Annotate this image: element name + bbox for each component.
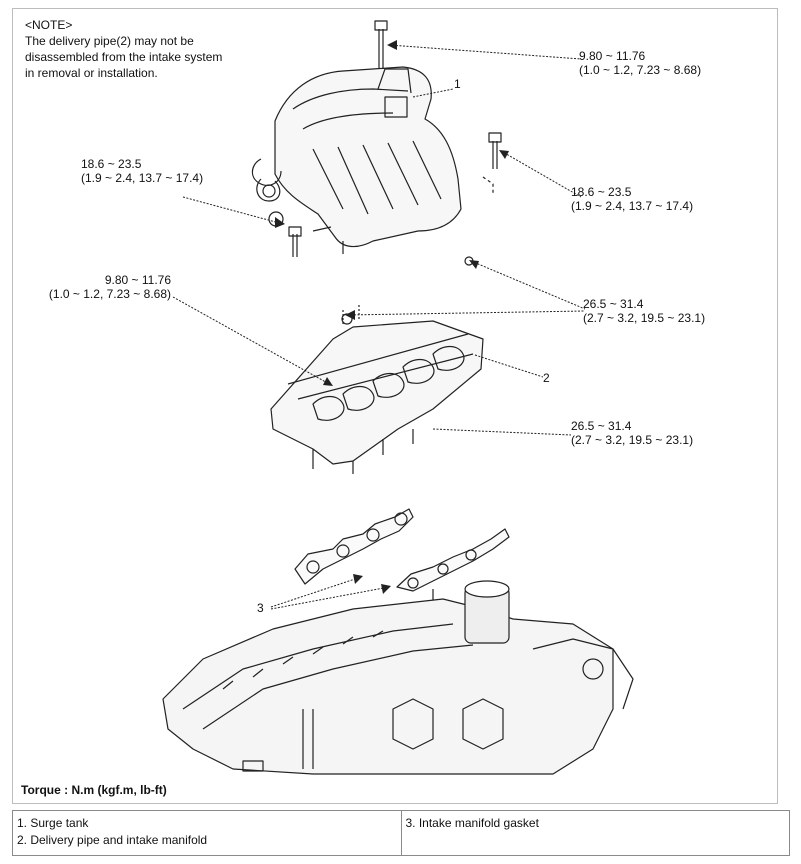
torque-callout-3: 18.6 ~ 23.5 (1.9 ~ 2.4, 13.7 ~ 17.4)	[571, 185, 693, 213]
note-heading: <NOTE>	[25, 18, 73, 32]
torque-callout-2-value: 18.6 ~ 23.5	[81, 157, 142, 171]
torque-callout-3-value: 18.6 ~ 23.5	[571, 185, 632, 199]
note-line-1: The delivery pipe(2) may not be	[25, 34, 194, 48]
torque-callout-3-conversion: (1.9 ~ 2.4, 13.7 ~ 17.4)	[571, 199, 694, 213]
note-line-3: in removal or installation.	[25, 66, 158, 80]
legend-item-1: 1. Surge tank	[17, 816, 89, 830]
exploded-diagram: <NOTE> The delivery pipe(2) may not be d…	[12, 8, 778, 804]
torque-callout-6-value: 26.5 ~ 31.4	[571, 419, 632, 433]
part-number-1: 1	[454, 77, 461, 91]
part-number-2: 2	[543, 371, 550, 385]
part-number-3: 3	[257, 601, 264, 615]
engine-head-drawing	[162, 580, 634, 775]
torque-callout-4-conversion: (1.0 ~ 1.2, 7.23 ~ 8.68)	[48, 287, 171, 301]
torque-callout-4: 9.80 ~ 11.76 (1.0 ~ 1.2, 7.23 ~ 8.68)	[29, 273, 171, 301]
torque-callout-5: 26.5 ~ 31.4 (2.7 ~ 3.2, 19.5 ~ 23.1)	[583, 297, 705, 325]
leader-lines	[172, 44, 586, 610]
legend-item-3: 3. Intake manifold gasket	[405, 816, 539, 830]
intake-manifold-drawing	[270, 256, 484, 474]
torque-callout-2-conversion: (1.9 ~ 2.4, 13.7 ~ 17.4)	[81, 171, 204, 185]
legend-row: 1. Surge tank 2. Delivery pipe and intak…	[12, 810, 790, 856]
diagram-artwork	[162, 20, 634, 775]
torque-callout-2: 18.6 ~ 23.5 (1.9 ~ 2.4, 13.7 ~ 17.4)	[81, 157, 203, 185]
leader-arrowheads	[275, 40, 509, 594]
surge-tank-drawing	[251, 66, 494, 254]
torque-callout-5-value: 26.5 ~ 31.4	[583, 297, 644, 311]
torque-callout-6-conversion: (2.7 ~ 3.2, 19.5 ~ 23.1)	[571, 433, 694, 447]
legend-item-2: 2. Delivery pipe and intake manifold	[17, 833, 208, 847]
parts-legend-table: 1. Surge tank 2. Delivery pipe and intak…	[12, 810, 790, 856]
torque-callout-1-value: 9.80 ~ 11.76	[579, 49, 646, 63]
legend-cell-right: 3. Intake manifold gasket	[400, 810, 790, 856]
legend-cell-left: 1. Surge tank 2. Delivery pipe and intak…	[12, 810, 402, 856]
torque-callout-1-conversion: (1.0 ~ 1.2, 7.23 ~ 8.68)	[579, 63, 702, 77]
torque-callout-4-value: 9.80 ~ 11.76	[104, 273, 171, 287]
torque-callout-6: 26.5 ~ 31.4 (2.7 ~ 3.2, 19.5 ~ 23.1)	[571, 419, 693, 447]
torque-callout-5-conversion: (2.7 ~ 3.2, 19.5 ~ 23.1)	[583, 311, 706, 325]
note-block: <NOTE> The delivery pipe(2) may not be d…	[25, 17, 222, 81]
note-line-2: disassembled from the intake system	[25, 50, 223, 64]
torque-unit-label: Torque : N.m (kgf.m, lb-ft)	[21, 783, 167, 797]
torque-callout-1: 9.80 ~ 11.76 (1.0 ~ 1.2, 7.23 ~ 8.68)	[579, 49, 701, 77]
